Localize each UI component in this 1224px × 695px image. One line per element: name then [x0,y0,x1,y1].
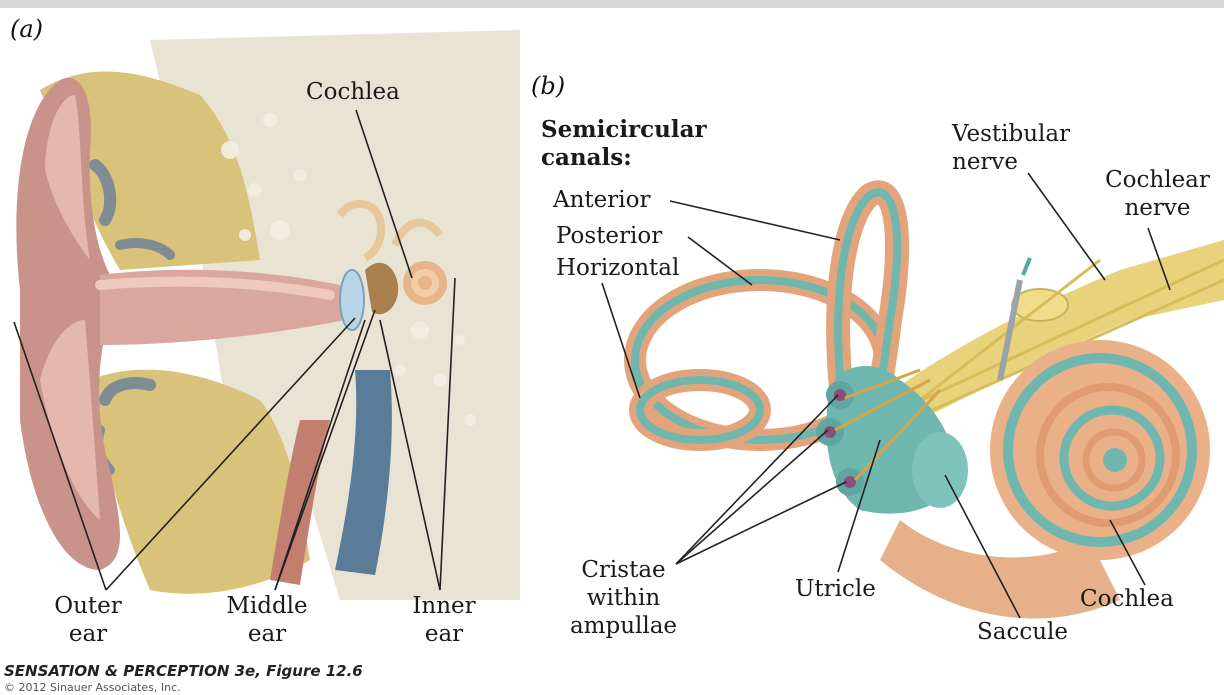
label-semicircular-line2: canals: [541,144,707,172]
label-cochlear-nerve: Cochlear nerve [1095,166,1220,222]
label-cristae: Cristae within ampullae [566,556,681,640]
panel-a-letter: (a) [10,15,43,43]
label-vestibular-line1: Vestibular [952,120,1070,148]
label-inner-ear-line1: Inner [400,592,488,620]
label-utricle: Utricle [795,575,876,603]
label-outer-ear-line2: ear [42,620,134,648]
panel-a-illustration [16,30,520,600]
label-semicircular-canals: Semicircular canals: [541,116,707,172]
top-border [0,0,1224,8]
label-outer-ear-line1: Outer [42,592,134,620]
label-middle-ear: Middle ear [212,592,322,648]
label-anterior: Anterior [553,186,650,214]
label-cochlear-nerve-line2: nerve [1095,194,1220,222]
label-saccule: Saccule [977,618,1068,646]
label-middle-ear-line1: Middle [212,592,322,620]
label-cristae-line3: ampullae [566,612,681,640]
label-cristae-line1: Cristae [566,556,681,584]
label-semicircular-line1: Semicircular [541,116,707,144]
label-posterior: Posterior [556,222,662,250]
label-cristae-line2: within [566,584,681,612]
label-inner-ear: Inner ear [400,592,488,648]
panel-b-illustration [635,192,1224,618]
figure-credit-title: SENSATION & PERCEPTION 3e, Figure 12.6 [4,662,363,680]
label-outer-ear: Outer ear [42,592,134,648]
label-cochlear-nerve-line1: Cochlear [1095,166,1220,194]
label-cochlea-b: Cochlea [1080,585,1174,613]
panel-b-letter: (b) [531,72,565,100]
label-horizontal: Horizontal [556,254,679,282]
label-inner-ear-line2: ear [400,620,488,648]
figure-credit-copyright: © 2012 Sinauer Associates, Inc. [4,681,181,694]
label-vestibular-nerve: Vestibular nerve [952,120,1070,176]
label-cochlea-a: Cochlea [306,78,400,106]
label-vestibular-line2: nerve [952,148,1070,176]
label-middle-ear-line2: ear [212,620,322,648]
